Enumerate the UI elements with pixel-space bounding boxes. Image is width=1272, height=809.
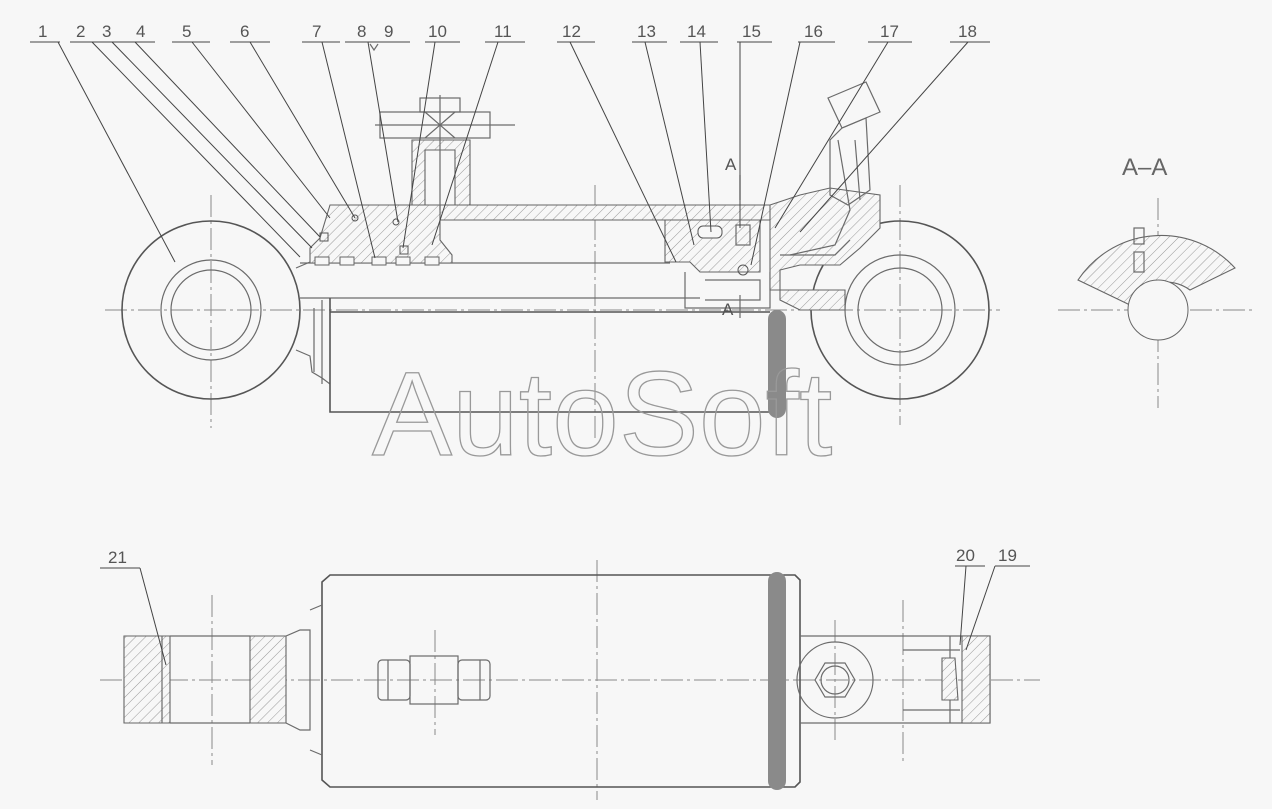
callout-17: 17 xyxy=(880,22,899,41)
section-view xyxy=(105,81,1000,440)
plan-rear-eye-block xyxy=(961,635,991,724)
piston-seal xyxy=(697,225,723,239)
rod-side-port-fitting xyxy=(375,95,515,210)
callout-labels: 1 2 3 4 5 6 7 8 9 10 11 12 13 14 15 16 1… xyxy=(38,22,1017,567)
callout-13: 13 xyxy=(637,22,656,41)
seal-grooves xyxy=(314,214,440,266)
gland-head xyxy=(309,204,453,264)
left-rod-eye-outer xyxy=(121,220,301,400)
callout-1: 1 xyxy=(38,22,47,41)
callout-10: 10 xyxy=(428,22,447,41)
rear-end-cap xyxy=(769,187,881,311)
left-rod-eye-bore xyxy=(160,259,262,361)
plan-left-eye-block-right xyxy=(249,635,287,724)
callout-4: 4 xyxy=(136,22,145,41)
callout-5: 5 xyxy=(182,22,191,41)
callout-11: 11 xyxy=(494,22,512,41)
callout-19: 19 xyxy=(998,546,1017,565)
cylinder-barrel xyxy=(329,298,770,413)
section-bore xyxy=(1127,279,1189,341)
callout-7: 7 xyxy=(312,22,321,41)
section-marker-bottom: A xyxy=(722,300,734,319)
callout-16: 16 xyxy=(804,22,823,41)
barrel-band xyxy=(768,310,786,418)
callout-12: 12 xyxy=(562,22,581,41)
rod-neck xyxy=(295,261,331,385)
left-rod-eye-inner xyxy=(170,269,252,351)
section-a-a-view: A–A xyxy=(1058,154,1255,408)
callout-3: 3 xyxy=(102,22,111,41)
watermark-text: AutoSoft xyxy=(372,347,832,481)
callout-8: 8 xyxy=(357,22,366,41)
leader-lines xyxy=(30,41,1030,666)
plan-barrel-band xyxy=(768,572,786,790)
callout-21: 21 xyxy=(108,548,127,567)
right-cap-eye-inner xyxy=(857,267,943,353)
callout-15: 15 xyxy=(742,22,761,41)
plan-nut-hex xyxy=(814,662,856,698)
plan-left-eye-block xyxy=(123,635,171,724)
callout-6: 6 xyxy=(240,22,249,41)
plan-port-fitting xyxy=(377,655,491,705)
callout-18: 18 xyxy=(958,22,977,41)
section-marker-top: A xyxy=(725,155,737,174)
piston-rod xyxy=(300,262,700,299)
barrel-wall-upper xyxy=(439,204,781,221)
plan-barrel xyxy=(321,574,801,788)
callout-9: 9 xyxy=(384,22,393,41)
plan-nut-circle xyxy=(796,641,874,719)
rear-elbow-port xyxy=(780,81,881,256)
callout-20: 20 xyxy=(956,546,975,565)
callout-14: 14 xyxy=(687,22,706,41)
callout-2: 2 xyxy=(76,22,85,41)
plan-view xyxy=(100,560,1040,800)
section-a-a-title: A–A xyxy=(1122,154,1167,181)
